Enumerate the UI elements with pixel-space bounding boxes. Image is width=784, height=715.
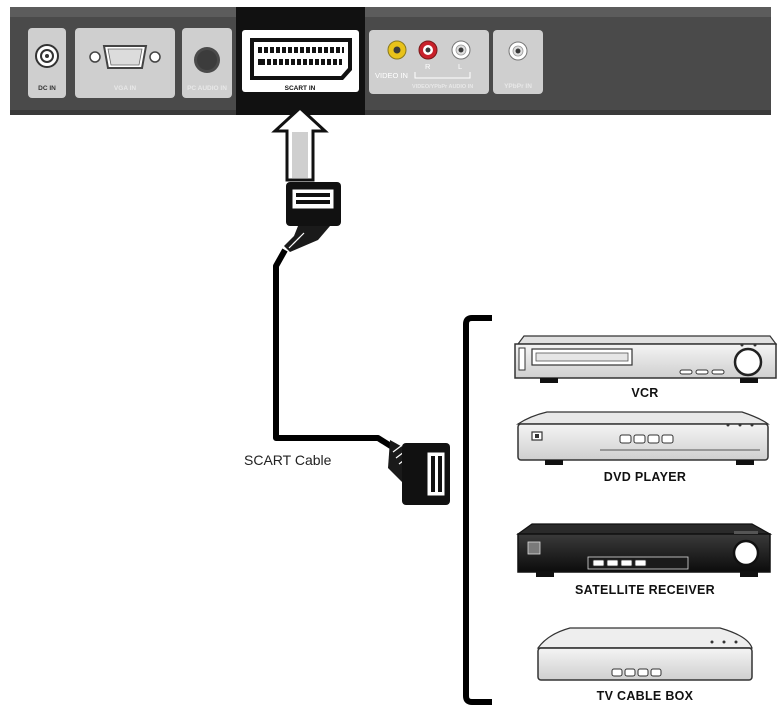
scart-in-port[interactable]: SCART IN: [236, 7, 365, 115]
strain-relief-top: [288, 232, 305, 249]
scart-plug-bottom: [388, 440, 450, 505]
dvd-player-device: DVD PLAYER: [516, 411, 770, 484]
tv-cable-box-label: TV CABLE BOX: [597, 689, 694, 703]
tv-back-panel: DC IN VGA IN PC AUDIO IN: [10, 7, 771, 115]
dc-in-port[interactable]: DC IN: [28, 28, 66, 98]
pc-audio-in-port[interactable]: PC AUDIO IN: [182, 28, 232, 98]
ypbpr-in-label: YPbPr IN: [504, 83, 532, 90]
audio-l-label: L: [458, 62, 462, 71]
dvd-player-label: DVD PLAYER: [604, 470, 686, 484]
scart-cable-label: SCART Cable: [244, 452, 332, 468]
video-in-label: VIDEO IN: [375, 71, 408, 80]
vcr-label: VCR: [631, 386, 658, 400]
ypbpr-in-port[interactable]: YPbPr IN: [493, 30, 543, 94]
scart-plug-top: [284, 182, 341, 252]
scart-pins: [258, 47, 344, 65]
vga-in-label: VGA IN: [114, 85, 136, 92]
scart-cable: SCART Cable: [244, 182, 450, 505]
vga-in-port[interactable]: VGA IN: [75, 28, 175, 98]
tv-cable-box-device: TV CABLE BOX: [536, 627, 753, 703]
devices-bracket: [463, 315, 492, 705]
pc-audio-in-label: PC AUDIO IN: [187, 85, 227, 92]
vcr-device: VCR: [514, 335, 778, 400]
satellite-receiver-label: SATELLITE RECEIVER: [575, 583, 715, 597]
dc-in-label: DC IN: [38, 85, 56, 92]
video-audio-in-label: VIDEO/YPbPr AUDIO IN: [412, 84, 473, 90]
satellite-receiver-device: SATELLITE RECEIVER: [516, 523, 773, 597]
video-audio-in-ports[interactable]: VIDEO IN R L VIDEO/YPbPr AUDIO IN: [369, 30, 489, 94]
scart-pin-gaps: [262, 47, 342, 65]
audio-r-label: R: [425, 62, 431, 71]
scart-in-label: SCART IN: [285, 85, 316, 92]
up-arrow: [271, 105, 329, 182]
